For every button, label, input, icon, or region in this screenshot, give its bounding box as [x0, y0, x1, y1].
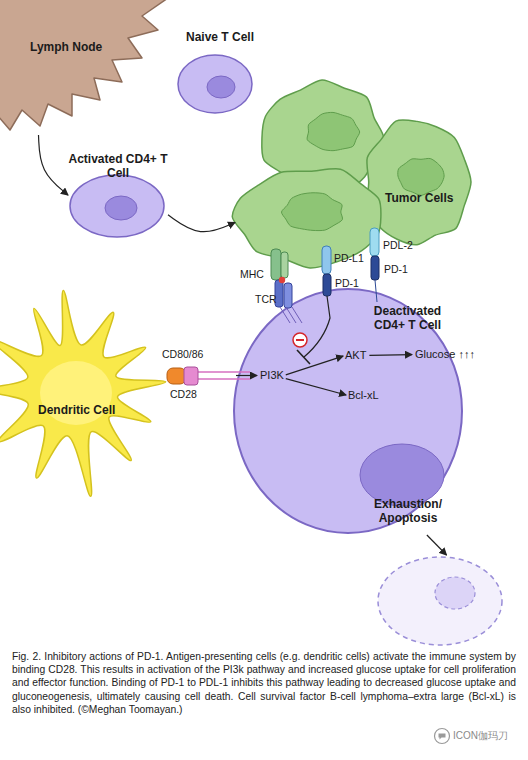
node-outline: [375, 555, 505, 647]
receptor-label: TCR: [255, 293, 277, 305]
naive-t-cell: Naive T Cell: [175, 27, 265, 117]
lymph-node: Lymph Node: [0, 0, 175, 135]
dendritic-cell-body: [0, 290, 166, 496]
pdl2-ligand: [370, 228, 379, 256]
t-cell-body: [70, 175, 164, 237]
tumor-cell-body: [232, 169, 381, 268]
connector-arrow: [286, 356, 343, 375]
cell-label: Tumor Cells: [385, 191, 453, 205]
molecule-label: Bcl-xL: [348, 389, 379, 402]
tcr-receptor: [284, 283, 292, 308]
cell-nucleus: [435, 577, 475, 609]
receptor-label: PD-1: [384, 263, 408, 275]
connector-arrow: [39, 135, 69, 195]
receptor-label: PD-L1: [334, 252, 364, 264]
molecule-label: Glucose ↑↑↑: [415, 348, 475, 361]
cell-nucleus: [307, 112, 360, 150]
receptor-label: PD-1: [335, 277, 359, 289]
signal-line: [197, 371, 250, 372]
antigen-dot: [279, 277, 285, 283]
activation-arrow: [236, 375, 257, 376]
node-outline: [235, 80, 470, 265]
cell-label: Activated CD4+ T Cell: [68, 152, 168, 180]
watermark-logo: [439, 734, 446, 740]
pdl1-ligand: [322, 246, 331, 274]
connector-arrow: [369, 354, 412, 356]
cell-nucleus: [360, 444, 444, 506]
signal-line: [375, 280, 377, 302]
tumor-cell-body: [367, 120, 471, 245]
molecule-label: AKT: [345, 349, 366, 362]
watermark: ICON伽玛刀: [453, 730, 508, 742]
mhc-receptor: [281, 252, 288, 278]
dendritic-cell: Dendritic Cell: [0, 285, 165, 505]
molecule-label: PI3K: [260, 369, 284, 382]
watermark-logo: [435, 729, 450, 744]
connector-arrow: [427, 535, 447, 555]
tumor-cells: Tumor Cells: [235, 80, 470, 265]
pathway-molecule: AKT: [345, 349, 366, 362]
cell-label: Dendritic Cell: [38, 403, 115, 417]
cd28-receptor: [184, 367, 198, 385]
inhibition-line: [304, 296, 330, 357]
pathway-molecule: PI3K: [260, 369, 284, 382]
activated-t-cell: Activated CD4+ T Cell: [68, 150, 168, 240]
inhibition-bar: [297, 350, 310, 364]
mhc-receptor: [271, 249, 281, 280]
signal-line: [292, 307, 302, 323]
apoptotic-cell-body: [378, 557, 502, 645]
lymph-node-shape: [0, 0, 168, 130]
t-cell-body: [234, 289, 462, 533]
pd1-receptor: [371, 256, 379, 280]
node-outline: [0, 0, 175, 135]
signal-line: [286, 307, 296, 323]
inhibition-symbol: [296, 339, 304, 341]
cell-nucleus: [207, 76, 235, 98]
receptor-label: PDL-2: [383, 239, 413, 251]
pathway-outcome: Glucose ↑↑↑: [415, 348, 475, 361]
cell-label: Lymph Node: [30, 40, 102, 54]
cell-nucleus: [105, 196, 137, 220]
signal-line: [280, 307, 290, 323]
t-cell-body: [178, 55, 252, 113]
signal-line: [197, 378, 250, 379]
receptor-label: CD28: [170, 388, 197, 400]
inhibition-symbol: [293, 333, 307, 347]
receptor-label: CD80/86: [162, 348, 203, 360]
receptor-label: MHC: [240, 268, 264, 280]
connector-arrow: [286, 379, 346, 395]
cell-label: Deactivated CD4+ T Cell: [360, 304, 455, 332]
node-outline: [0, 285, 165, 505]
cell-label: Exhaustion/ Apoptosis: [353, 497, 463, 525]
pathway-molecule: Bcl-xL: [348, 389, 379, 402]
cd80-receptor: [167, 368, 186, 384]
figure-caption: Fig. 2. Inhibitory actions of PD-1. Anti…: [12, 650, 516, 716]
pd1-receptor: [323, 274, 331, 296]
connector-arrow: [168, 215, 235, 232]
apoptotic-cell: Exhaustion/ Apoptosis: [375, 555, 505, 647]
cell-nucleus: [281, 193, 342, 231]
cell-label: Naive T Cell: [175, 30, 265, 44]
cell-nucleus: [398, 158, 444, 195]
